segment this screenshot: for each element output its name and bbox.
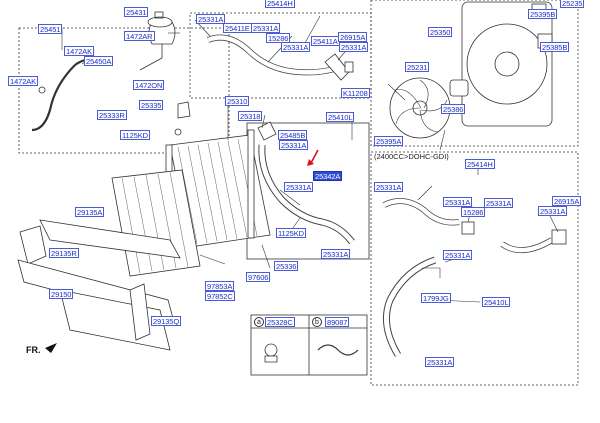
part-25331A-label[interactable]: 25331A [251, 23, 281, 33]
part-25450A-label[interactable]: 25450A [84, 56, 114, 66]
part-25331A-label[interactable]: 25331A [443, 250, 473, 260]
part-25331A-label[interactable]: 25331A [425, 357, 455, 367]
part-25485B-label[interactable]: 25485B [278, 130, 308, 140]
part-15286-label[interactable]: 15286 [461, 207, 486, 217]
part-25333R-label[interactable]: 25333R [97, 110, 127, 120]
part-29135A-label[interactable]: 29135A [75, 207, 105, 217]
part-97852C-label[interactable]: 97852C [205, 291, 235, 301]
part-15286-label[interactable]: 15286 [266, 33, 291, 43]
part-25331A-label[interactable]: 25331A [196, 14, 226, 24]
part-25335-label[interactable]: 25335 [139, 100, 164, 110]
part-1472ON-label[interactable]: 1472ON [133, 80, 165, 90]
part-25342A-label-highlighted[interactable]: 25342A [313, 171, 343, 181]
part-97853A-label[interactable]: 97853A [205, 281, 235, 291]
part-25331A-label[interactable]: 25331A [339, 42, 369, 52]
part-25414H-label[interactable]: 25414H [465, 159, 495, 169]
part-25328C-label[interactable]: 25328C [265, 317, 295, 327]
part-25350-label[interactable]: 25350 [428, 27, 453, 37]
fan-shroud-box [370, 0, 579, 147]
part-25331A-label[interactable]: 25331A [281, 42, 311, 52]
part-25331A-label[interactable]: 25331A [374, 182, 404, 192]
part-25331A-label[interactable]: 25331A [484, 198, 514, 208]
part-1472AK-label[interactable]: 1472AK [64, 46, 95, 56]
part-25414H-label[interactable]: 25414H [265, 0, 295, 8]
part-25235-label[interactable]: 25235 [560, 0, 585, 8]
part-25451-label[interactable]: 25451 [38, 24, 63, 34]
part-25310-label[interactable]: 25310 [225, 96, 250, 106]
part-25411A-label[interactable]: 25411A [311, 36, 340, 46]
part-97606-label[interactable]: 97606 [246, 272, 271, 282]
callout-b: b [312, 317, 322, 327]
part-1125KD-label[interactable]: 1125KD [120, 130, 150, 140]
highlight-arrow [307, 149, 319, 166]
part-1125KD-label[interactable]: 1125KD [276, 228, 306, 238]
part-25331A-label[interactable]: 25331A [279, 140, 309, 150]
part-25331A-label[interactable]: 25331A [538, 206, 568, 216]
part-25331A-label[interactable]: 25331A [284, 182, 314, 192]
part-K11208-label[interactable]: K11208 [341, 88, 370, 98]
front-direction-label: FR. [26, 345, 41, 355]
part-25431-label[interactable]: 25431 [124, 7, 149, 17]
part-1472AK-label[interactable]: 1472AK [8, 76, 39, 86]
engine-variant-caption: (2400CC>DOHC-GDI) [374, 152, 449, 161]
reservoir-group-box [18, 27, 230, 154]
fr-arrow [45, 343, 57, 353]
part-25231-label[interactable]: 25231 [405, 62, 430, 72]
part-25385B-label[interactable]: 25385B [540, 42, 570, 52]
callout-a: a [254, 317, 264, 327]
part-25411E-label[interactable]: 25411E [223, 23, 252, 33]
part-25336-label[interactable]: 25336 [274, 261, 299, 271]
part-29150-label[interactable]: 29150 [49, 289, 74, 299]
part-26915A-label[interactable]: 26915A [552, 196, 582, 206]
part-25318-label[interactable]: 25318 [238, 111, 263, 121]
part-25386-label[interactable]: 25386 [441, 104, 466, 114]
upper-hose-group-box [189, 12, 372, 99]
part-1472AR-label[interactable]: 1472AR [124, 31, 155, 41]
part-25410L-label[interactable]: 25410L [482, 297, 511, 307]
part-25395A-label[interactable]: 25395A [374, 136, 404, 146]
part-25395B-label[interactable]: 25395B [528, 9, 558, 19]
part-29135R-label[interactable]: 29135R [49, 248, 79, 258]
part-25410L-label[interactable]: 25410L [326, 112, 355, 122]
part-25331A-label[interactable]: 25331A [321, 249, 351, 259]
part-25331A-label[interactable]: 25331A [443, 197, 473, 207]
part-26915A-label[interactable]: 26915A [338, 32, 368, 42]
part-1799JG-label[interactable]: 1799JG [421, 293, 451, 303]
part-29135Q-label[interactable]: 29135Q [151, 316, 182, 326]
part-89087-label[interactable]: 89087 [325, 317, 350, 327]
